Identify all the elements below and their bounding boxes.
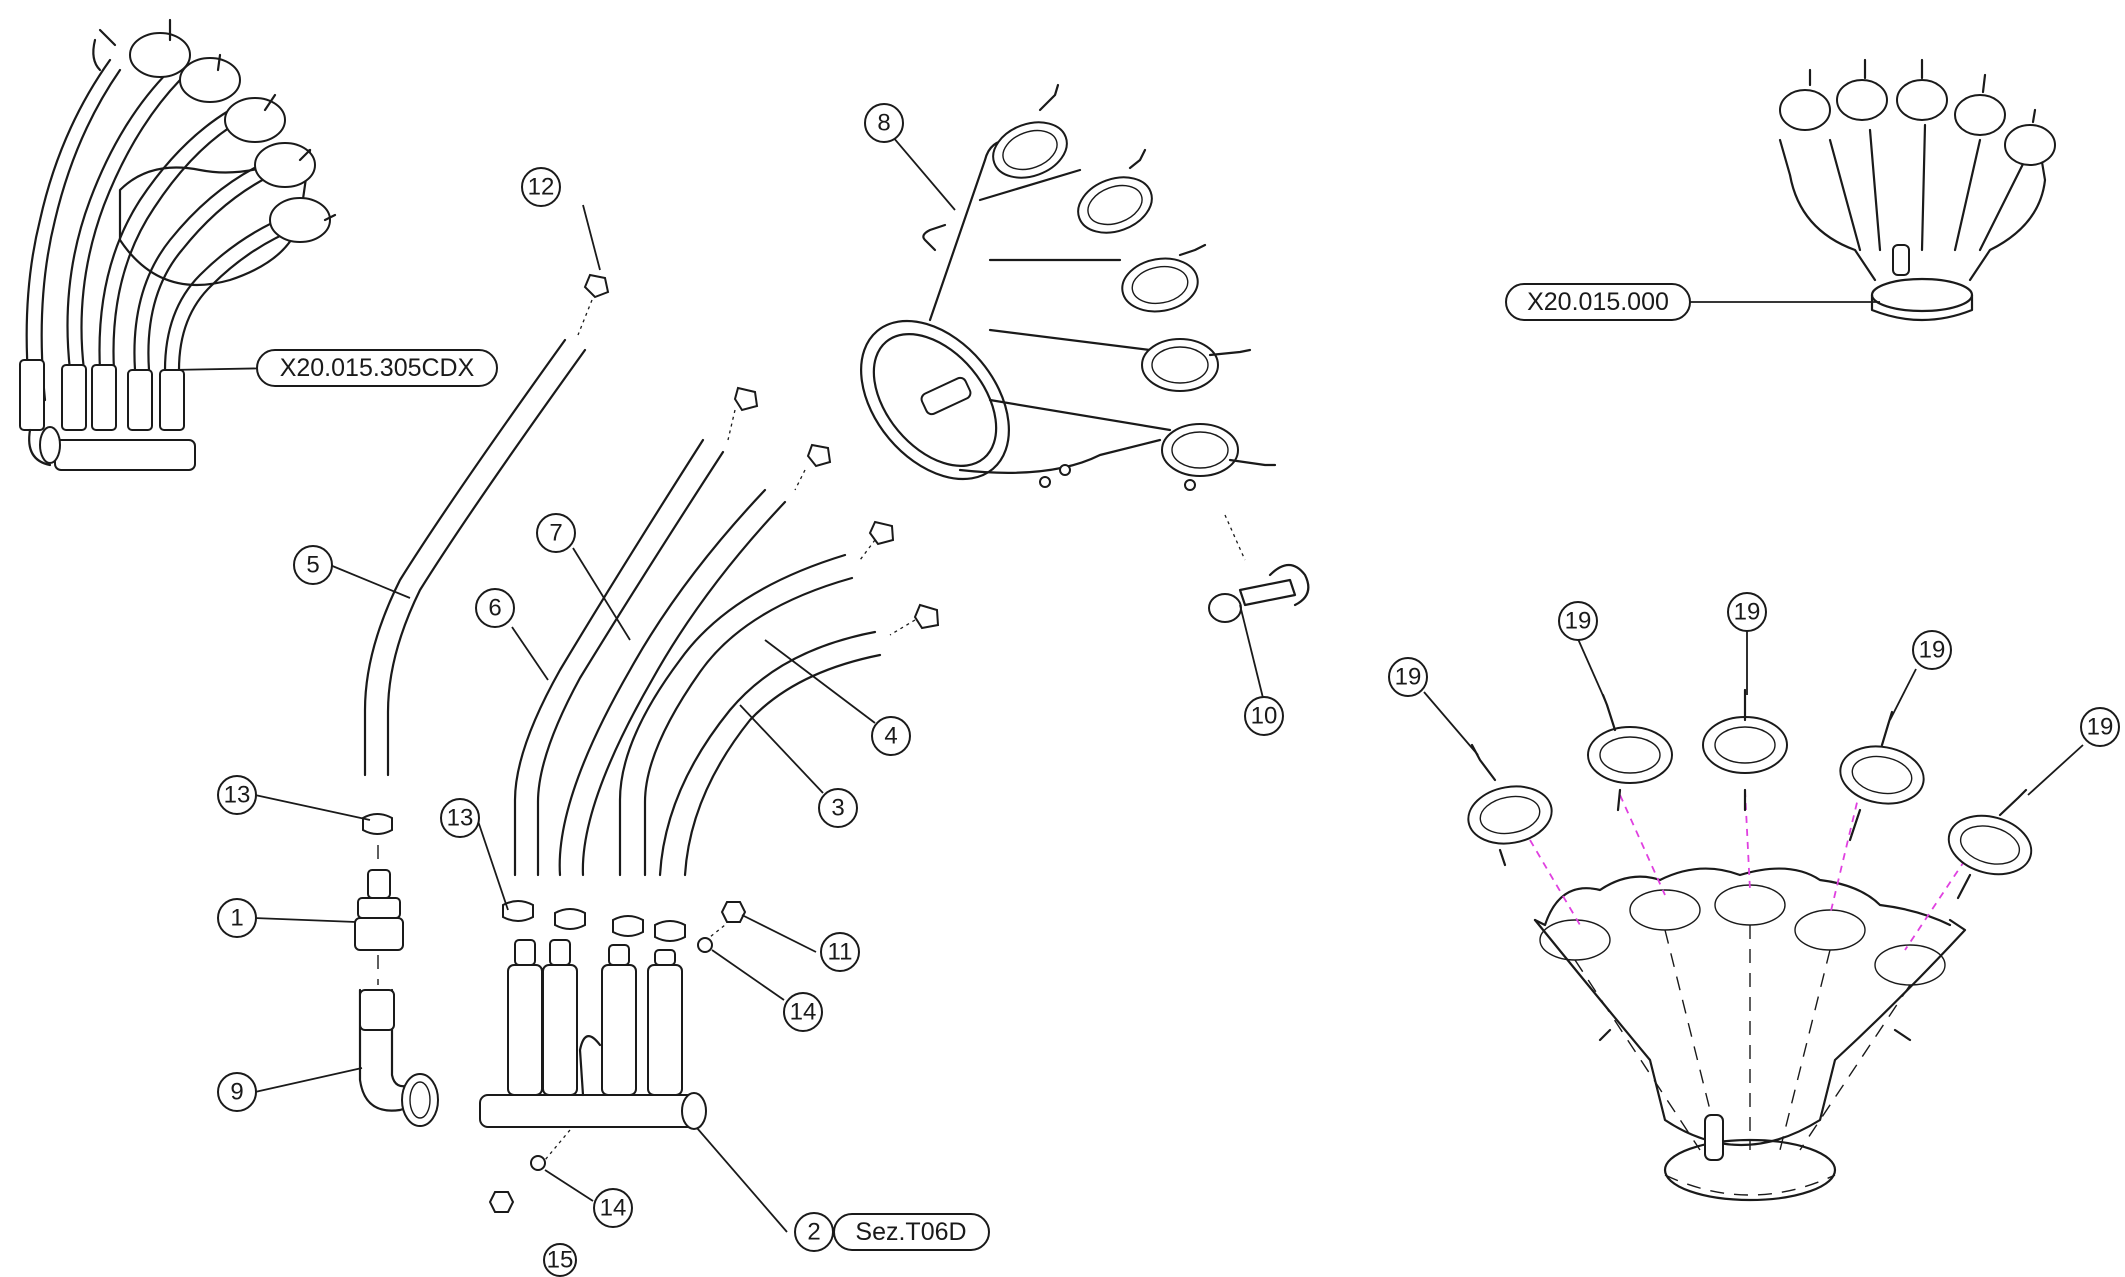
elbow-part-9 <box>358 988 439 1127</box>
clips-part-13 <box>362 813 686 942</box>
svg-text:4: 4 <box>884 723 897 750</box>
svg-text:5: 5 <box>306 552 319 579</box>
leader-lines <box>169 122 2084 1233</box>
balloon-13a: 13 <box>217 775 257 815</box>
hose-assembly-thumbnail <box>19 18 337 471</box>
svg-text:14: 14 <box>790 999 817 1026</box>
svg-text:X20.015.000: X20.015.000 <box>1527 288 1669 316</box>
svg-text:14: 14 <box>600 1195 627 1222</box>
svg-text:6: 6 <box>488 595 501 622</box>
balloon-9: 9 <box>217 1072 257 1112</box>
svg-text:13: 13 <box>447 805 474 832</box>
balloon-10: 10 <box>1244 696 1284 736</box>
svg-text:19: 19 <box>1395 664 1422 691</box>
svg-text:12: 12 <box>528 174 555 201</box>
svg-text:9: 9 <box>230 1079 243 1106</box>
svg-text:3: 3 <box>831 795 844 822</box>
manifold-assembly-thumbnail <box>1778 58 2056 322</box>
balloon-2: 2 <box>794 1212 834 1252</box>
code-label-section-ref: Sez.T06D <box>833 1213 990 1251</box>
code-label-hose-assembly: X20.015.305CDX <box>256 349 498 387</box>
svg-text:Sez.T06D: Sez.T06D <box>855 1218 966 1246</box>
balloon-11: 11 <box>820 932 860 972</box>
exploded-manifold-right <box>1467 688 2033 1202</box>
balloon-1: 1 <box>217 898 257 938</box>
balloon-19a: 19 <box>1388 657 1428 697</box>
valve-stack <box>507 939 683 1096</box>
hose-part-6 <box>513 386 759 877</box>
main-manifold-part-8 <box>860 83 1277 491</box>
key-part-10 <box>1208 514 1310 623</box>
balloon-6: 6 <box>475 588 515 628</box>
svg-text:X20.015.305CDX: X20.015.305CDX <box>280 354 475 382</box>
balloon-19d: 19 <box>1912 630 1952 670</box>
balloon-13b: 13 <box>440 798 480 838</box>
svg-text:11: 11 <box>828 939 853 966</box>
valve-part-1 <box>354 845 404 985</box>
hose-part-7 <box>558 443 832 877</box>
balloon-3: 3 <box>818 788 858 828</box>
svg-text:19: 19 <box>1565 608 1592 635</box>
svg-text:7: 7 <box>549 520 562 547</box>
balloon-19e: 19 <box>2080 707 2120 747</box>
balloon-15: 15 <box>543 1243 577 1277</box>
code-label-manifold-assembly: X20.015.000 <box>1505 283 1691 321</box>
balloon-5: 5 <box>293 545 333 585</box>
svg-text:10: 10 <box>1251 703 1278 730</box>
hose-part-4 <box>618 520 895 877</box>
balloon-7: 7 <box>536 513 576 553</box>
svg-text:13: 13 <box>224 782 251 809</box>
balloon-12: 12 <box>521 167 561 207</box>
svg-text:19: 19 <box>2087 714 2114 741</box>
svg-text:2: 2 <box>807 1219 820 1246</box>
hose-part-3 <box>658 603 940 877</box>
lower-manifold-part-2 <box>479 901 747 1213</box>
svg-text:15: 15 <box>547 1247 574 1274</box>
balloon-19b: 19 <box>1558 601 1598 641</box>
balloon-14b: 14 <box>593 1188 633 1228</box>
balloon-8: 8 <box>864 103 904 143</box>
svg-text:19: 19 <box>1919 637 1946 664</box>
balloon-19c: 19 <box>1727 592 1767 632</box>
hose-part-5 <box>363 273 610 777</box>
svg-text:19: 19 <box>1734 599 1761 626</box>
svg-text:8: 8 <box>877 110 890 137</box>
svg-text:1: 1 <box>230 905 243 932</box>
balloon-4: 4 <box>871 716 911 756</box>
balloon-14a: 14 <box>783 992 823 1032</box>
